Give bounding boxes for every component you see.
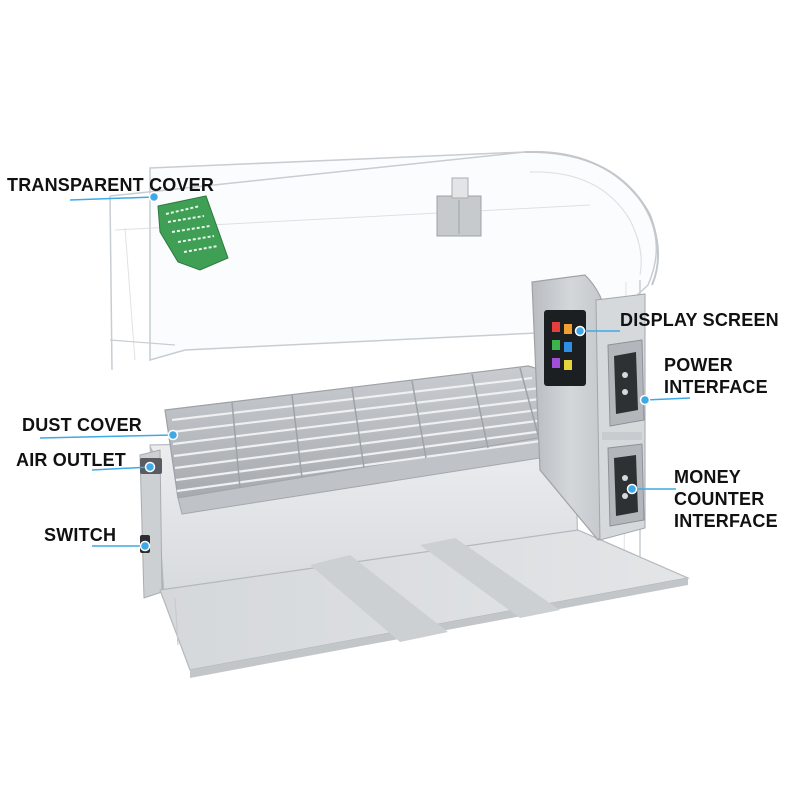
- label-power-interface-line1: POWER: [664, 355, 734, 375]
- leader-power-interface: [644, 397, 691, 401]
- label-money-line1: MONEY: [674, 467, 742, 487]
- label-money-line2: COUNTER: [674, 489, 765, 509]
- bottom-tray: [159, 529, 691, 678]
- control-panel: [531, 274, 646, 541]
- label-dust-cover: DUST COVER: [22, 415, 143, 435]
- label-power-interface: POWER INTERFACE: [664, 354, 768, 398]
- leader-air-outlet: [91, 466, 151, 471]
- leader-lines: [39, 191, 691, 552]
- label-switch: SWITCH: [44, 525, 117, 545]
- dust-cover-grill: [164, 365, 579, 515]
- label-display-screen: DISPLAY SCREEN: [620, 310, 779, 330]
- leader-transparent-cover: [69, 196, 155, 201]
- transparent-cover: [109, 150, 660, 585]
- label-power-interface-line2: INTERFACE: [664, 377, 768, 397]
- label-transparent-cover: TRANSPARENT COVER: [7, 175, 215, 195]
- label-money-counter-interface: MONEY COUNTER INTERFACE: [674, 466, 778, 532]
- label-air-outlet: AIR OUTLET: [16, 450, 126, 470]
- leader-dust-cover: [39, 434, 174, 439]
- label-money-line3: INTERFACE: [674, 511, 778, 531]
